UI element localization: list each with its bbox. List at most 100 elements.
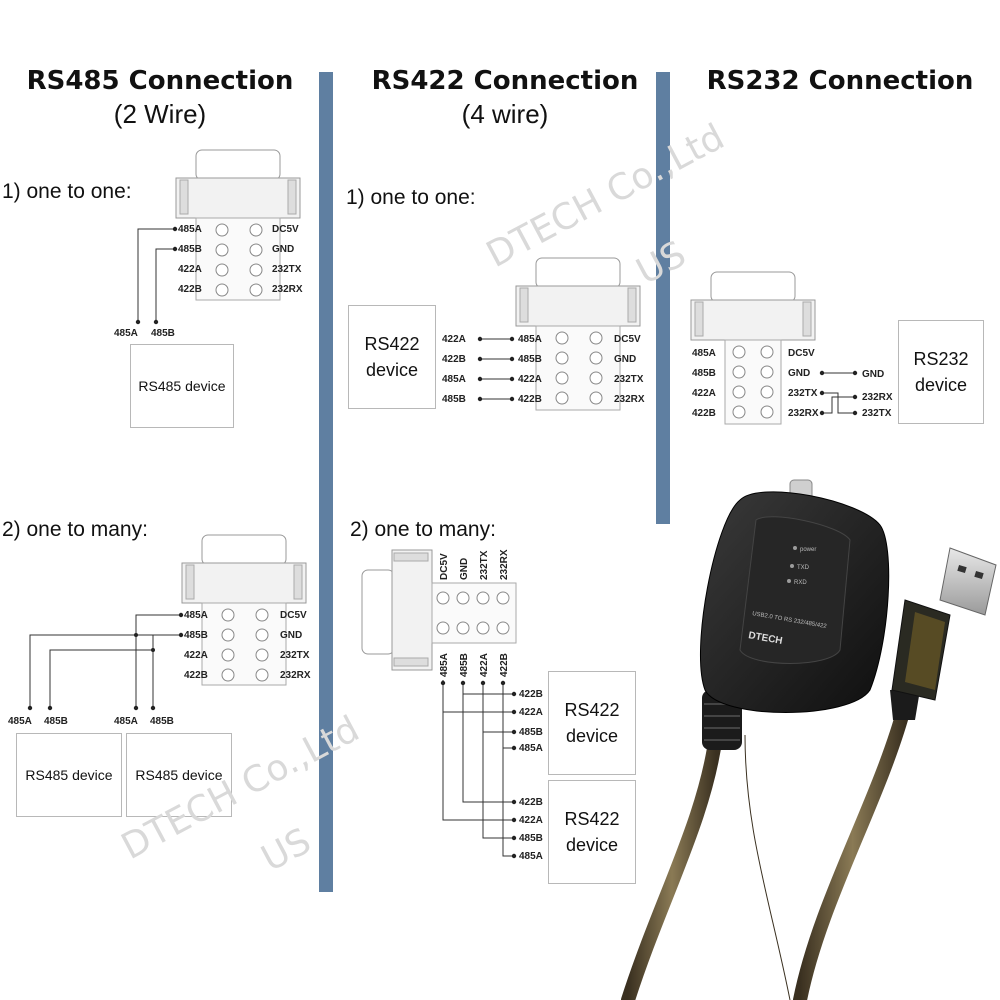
svg-text:DC5V: DC5V [614, 334, 641, 345]
rs485-subtitle: (2 Wire) [113, 99, 207, 129]
svg-text:GND: GND [862, 369, 884, 380]
svg-text:422A: 422A [519, 707, 543, 718]
rs232-title: RS232 Connection [706, 66, 974, 96]
svg-text:422A: 422A [178, 264, 202, 275]
rs485-many-device-labels: 485A 485B 485A 485B [8, 716, 174, 727]
svg-text:422B: 422B [442, 354, 466, 365]
svg-text:485A: 485A [114, 328, 138, 339]
rs422-device-single: RS422 device [348, 305, 436, 409]
rs485-single-pin-labels: 485A 485B 422A 422B DC5V GND 232TX 232RX [178, 224, 303, 295]
svg-text:DTECH Co.,Ltd: DTECH Co.,Ltd [480, 116, 731, 275]
svg-text:232RX: 232RX [862, 392, 893, 403]
svg-text:232TX: 232TX [788, 388, 818, 399]
terminal-connector-rs485-many [181, 534, 307, 686]
rs422-many-bottom-labels: 485A 485B 422A 422B [439, 653, 510, 677]
svg-text:232TX: 232TX [862, 408, 892, 419]
svg-text:232RX: 232RX [614, 394, 645, 405]
svg-text:485A: 485A [114, 716, 138, 727]
watermark-bottom: DTECH Co.,Ltd US [115, 708, 366, 879]
svg-text:422A: 422A [442, 334, 466, 345]
rs232-pin-labels: 485A 485B 422A 422B DC5V GND 232TX 232RX [692, 348, 819, 419]
rs422-case2-label: 2) one to many: [350, 518, 496, 541]
svg-text:232TX: 232TX [479, 550, 490, 580]
svg-text:422B: 422B [519, 689, 543, 700]
svg-text:US: US [255, 821, 318, 880]
svg-text:485B: 485B [519, 833, 543, 844]
svg-text:485B: 485B [519, 727, 543, 738]
svg-text:232TX: 232TX [614, 374, 644, 385]
svg-text:485B: 485B [150, 716, 174, 727]
svg-text:TXD: TXD [797, 565, 810, 571]
svg-text:422B: 422B [499, 653, 510, 677]
svg-text:422A: 422A [518, 374, 542, 385]
rs485-device-a: RS485 device [16, 733, 122, 817]
rs485-many-pin-labels: 485A 485B 422A 422B DC5V GND 232TX 232RX [184, 610, 311, 681]
svg-text:232RX: 232RX [272, 284, 303, 295]
svg-text:power: power [800, 547, 816, 553]
rs422-many-device-labels: 422B 422A 485B 485A 422B 422A 485B 485A [519, 689, 543, 862]
svg-text:DC5V: DC5V [439, 553, 450, 580]
rs422-title: RS422 Connection [371, 66, 639, 96]
rs485-device-single: RS485 device [130, 344, 234, 428]
terminal-connector-rs232 [690, 271, 816, 425]
svg-text:485B: 485B [518, 354, 542, 365]
rs232-device: RS232 device [898, 320, 984, 424]
svg-text:422B: 422B [692, 408, 716, 419]
rs485-single-wires [137, 228, 175, 322]
terminal-connector-rs422-single [515, 257, 641, 411]
usb-adapter-illustration: power TXD RXD USB2.0 TO RS 232/485/422 D… [621, 479, 997, 1000]
svg-text:485A: 485A [692, 348, 716, 359]
svg-text:485B: 485B [692, 368, 716, 379]
rs422-device-b: RS422 device [548, 780, 636, 884]
svg-text:GND: GND [280, 630, 302, 641]
svg-text:GND: GND [459, 558, 470, 580]
rs485-single-device-labels: 485A 485B [114, 328, 175, 339]
svg-text:DC5V: DC5V [280, 610, 307, 621]
terminal-connector-rs485-single [175, 149, 301, 301]
rs422-single-pin-labels: 485A 485B 422A 422B DC5V GND 232TX 232RX [518, 334, 645, 405]
svg-text:DC5V: DC5V [788, 348, 815, 359]
svg-text:DTECH Co.,Ltd: DTECH Co.,Ltd [115, 708, 366, 867]
svg-text:GND: GND [272, 244, 294, 255]
svg-text:485A: 485A [519, 743, 543, 754]
svg-text:422B: 422B [184, 670, 208, 681]
svg-text:232RX: 232RX [280, 670, 311, 681]
svg-text:485B: 485B [151, 328, 175, 339]
svg-text:485B: 485B [459, 653, 470, 677]
rs485-case2-label: 2) one to many: [2, 518, 148, 541]
svg-text:485B: 485B [442, 394, 466, 405]
svg-text:485A: 485A [518, 334, 542, 345]
svg-text:422B: 422B [518, 394, 542, 405]
svg-text:485B: 485B [184, 630, 208, 641]
rs422-many-wires [442, 680, 514, 857]
divider-right [656, 72, 670, 524]
svg-text:485A: 485A [519, 851, 543, 862]
rs485-case1-label: 1) one to one: [2, 180, 132, 203]
rs485-title: RS485 Connection [26, 66, 294, 96]
svg-text:422A: 422A [519, 815, 543, 826]
rs422-single-device-labels: 422A 422B 485A 485B [442, 334, 466, 405]
svg-text:GND: GND [614, 354, 636, 365]
rs485-device-b: RS485 device [126, 733, 232, 817]
svg-text:422A: 422A [184, 650, 208, 661]
svg-text:422B: 422B [519, 797, 543, 808]
svg-text:485A: 485A [184, 610, 208, 621]
divider-left [319, 72, 333, 892]
svg-text:232TX: 232TX [272, 264, 302, 275]
svg-text:232RX: 232RX [788, 408, 819, 419]
rs422-case1-label: 1) one to one: [346, 186, 476, 209]
terminal-connector-rs422-many [361, 549, 517, 671]
rs485-many-wires [29, 614, 181, 708]
svg-text:485B: 485B [178, 244, 202, 255]
svg-text:GND: GND [788, 368, 810, 379]
rs422-subtitle: (4 wire) [461, 99, 549, 129]
rs422-device-a: RS422 device [548, 671, 636, 775]
svg-text:485A: 485A [439, 653, 450, 677]
rs232-device-labels: GND 232RX 232TX [862, 369, 893, 419]
svg-text:422A: 422A [692, 388, 716, 399]
svg-text:485A: 485A [178, 224, 202, 235]
svg-text:232TX: 232TX [280, 650, 310, 661]
svg-text:RXD: RXD [794, 580, 807, 586]
svg-text:DC5V: DC5V [272, 224, 299, 235]
